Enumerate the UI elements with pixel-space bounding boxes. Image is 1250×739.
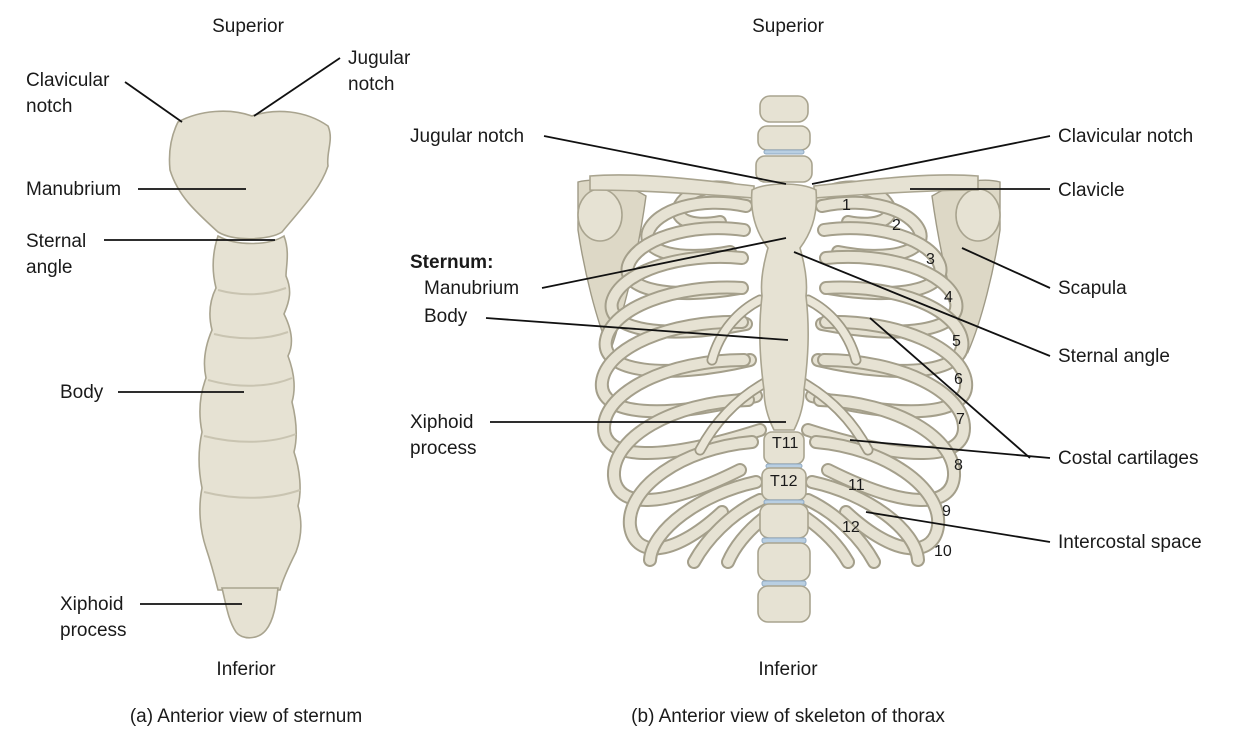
jugular-notch-label-b: Jugular notch (410, 126, 524, 147)
xiphoid-label-a-line2: process (60, 620, 127, 641)
sternal-angle-label-a-line1: Sternal (26, 231, 86, 252)
rib-number-9: 9 (942, 503, 951, 520)
costal-cartilages-shape (694, 294, 874, 456)
inferior-label-b: Inferior (758, 659, 818, 680)
rib-number-10: 10 (934, 543, 952, 560)
caption-b: (b) Anterior view of skeleton of thorax (631, 706, 945, 727)
rib-number-12: 12 (842, 519, 860, 536)
sternum-illustration (168, 110, 332, 639)
intercostal-space-label: Intercostal space (1058, 532, 1202, 553)
jugular-notch-label-a-line1: Jugular (348, 48, 411, 69)
rib-number-6: 6 (954, 371, 963, 388)
body-label-a: Body (60, 382, 104, 403)
vertebra-t11-label: T11 (772, 435, 798, 452)
inferior-label-a: Inferior (216, 659, 276, 680)
clavicular-notch-label-a-line2: notch (26, 96, 72, 117)
vertebra-t12-label: T12 (770, 473, 798, 490)
sternal-angle-label-b: Sternal angle (1058, 346, 1170, 367)
sternum-heading-label: Sternum: (410, 252, 493, 273)
leader-lines-b (485, 135, 1051, 543)
leader-lines-a (104, 57, 341, 605)
rib-number-1: 1 (842, 197, 851, 214)
xiphoid-label-b-line2: process (410, 438, 477, 459)
costal-cartilages-label: Costal cartilages (1058, 448, 1198, 469)
scapula-label: Scapula (1058, 278, 1127, 299)
superior-label-a: Superior (212, 16, 284, 37)
clavicular-notch-label-a-line1: Clavicular (26, 70, 110, 91)
rib-number-3: 3 (926, 251, 935, 268)
rib-number-4: 4 (944, 289, 953, 306)
xiphoid-label-b-line1: Xiphoid (410, 412, 473, 433)
thorax-illustration (577, 95, 1001, 623)
xiphoid-label-a-line1: Xiphoid (60, 594, 123, 615)
xiphoid-shape (220, 587, 279, 639)
rib-number-8: 8 (954, 457, 963, 474)
sternum-thorax-shape (750, 183, 818, 431)
clavicular-notch-label-b: Clavicular notch (1058, 126, 1193, 147)
clavicle-label: Clavicle (1058, 180, 1125, 201)
superior-label-b: Superior (752, 16, 824, 37)
rib-number-7: 7 (956, 411, 965, 428)
manubrium-label-b: Manubrium (424, 278, 519, 299)
rib-number-5: 5 (952, 333, 961, 350)
rib-numbers: 1 2 3 4 5 6 7 8 9 10 11 12 T11 T12 (770, 197, 965, 560)
manubrium-shape (168, 110, 332, 240)
sternum-body-shape (198, 234, 302, 591)
manubrium-label-a: Manubrium (26, 179, 121, 200)
rib-number-11: 11 (848, 477, 865, 494)
caption-a: (a) Anterior view of sternum (130, 706, 362, 727)
rib-number-2: 2 (892, 217, 901, 234)
body-label-b: Body (424, 306, 468, 327)
sternal-angle-label-a-line2: angle (26, 257, 73, 278)
jugular-notch-label-a-line2: notch (348, 74, 394, 95)
